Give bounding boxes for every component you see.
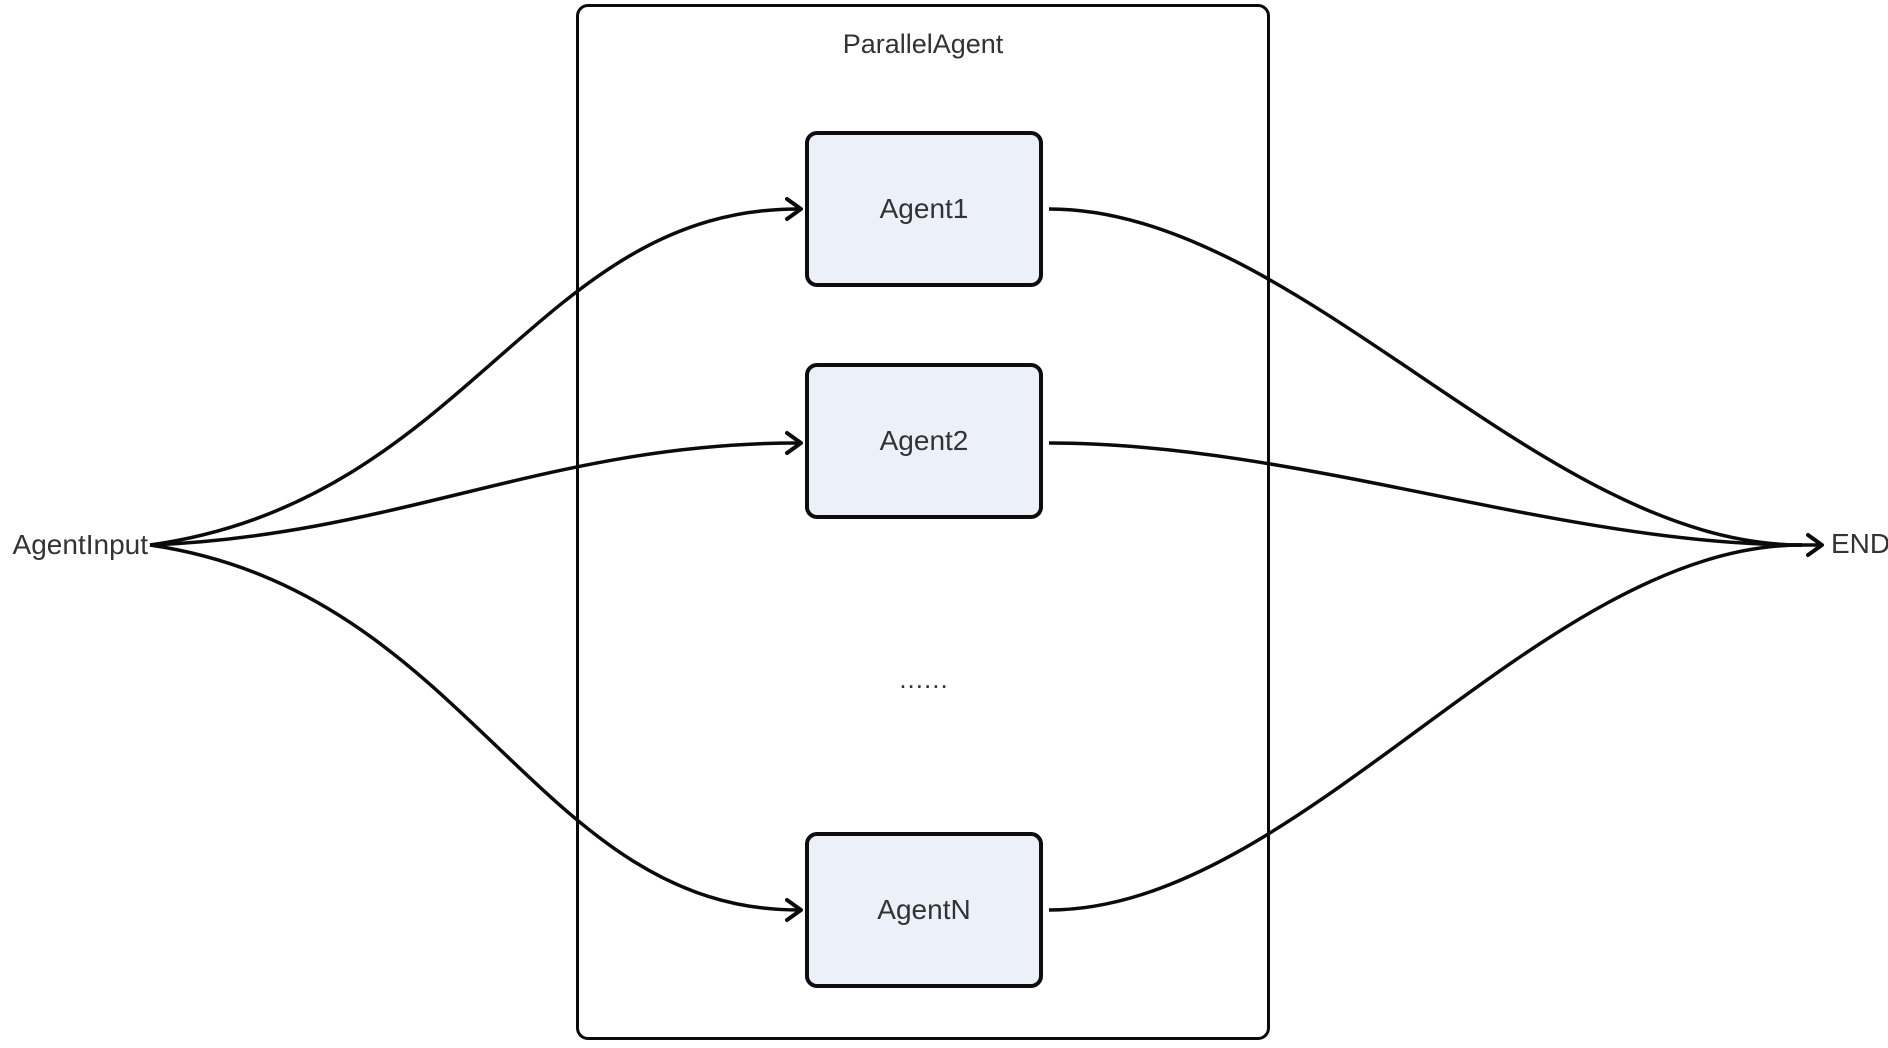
edge-agentinput-to-agentn — [149, 543, 799, 912]
parallelagent-container-box — [576, 4, 1270, 1040]
more-agents-ellipsis: ...... — [899, 664, 949, 694]
node-agentn: AgentN — [805, 832, 1043, 988]
edge-agent1-to-end — [1048, 207, 1803, 547]
arrowhead-agent1-icon — [785, 197, 803, 221]
edge-agentn-to-end — [1048, 543, 1803, 912]
node-agentinput-label: AgentInput — [12, 529, 148, 560]
node-agent2-label: Agent2 — [879, 425, 969, 456]
node-agent2: Agent2 — [805, 363, 1043, 519]
edge-agentinput-to-agent1 — [149, 207, 799, 547]
node-end-label: END — [1831, 528, 1888, 559]
parallelagent-container-label: ParallelAgent — [842, 29, 1004, 59]
arrowhead-agentn-icon — [785, 898, 803, 922]
node-agent1: Agent1 — [805, 131, 1043, 287]
node-agentn-label: AgentN — [877, 894, 971, 925]
node-agent1-label: Agent1 — [879, 193, 969, 224]
arrowhead-end-icon — [1806, 533, 1824, 557]
edge-agent2-to-end — [1048, 441, 1803, 547]
arrowhead-agent2-icon — [785, 431, 803, 455]
edge-agentinput-to-agent2 — [149, 441, 799, 547]
